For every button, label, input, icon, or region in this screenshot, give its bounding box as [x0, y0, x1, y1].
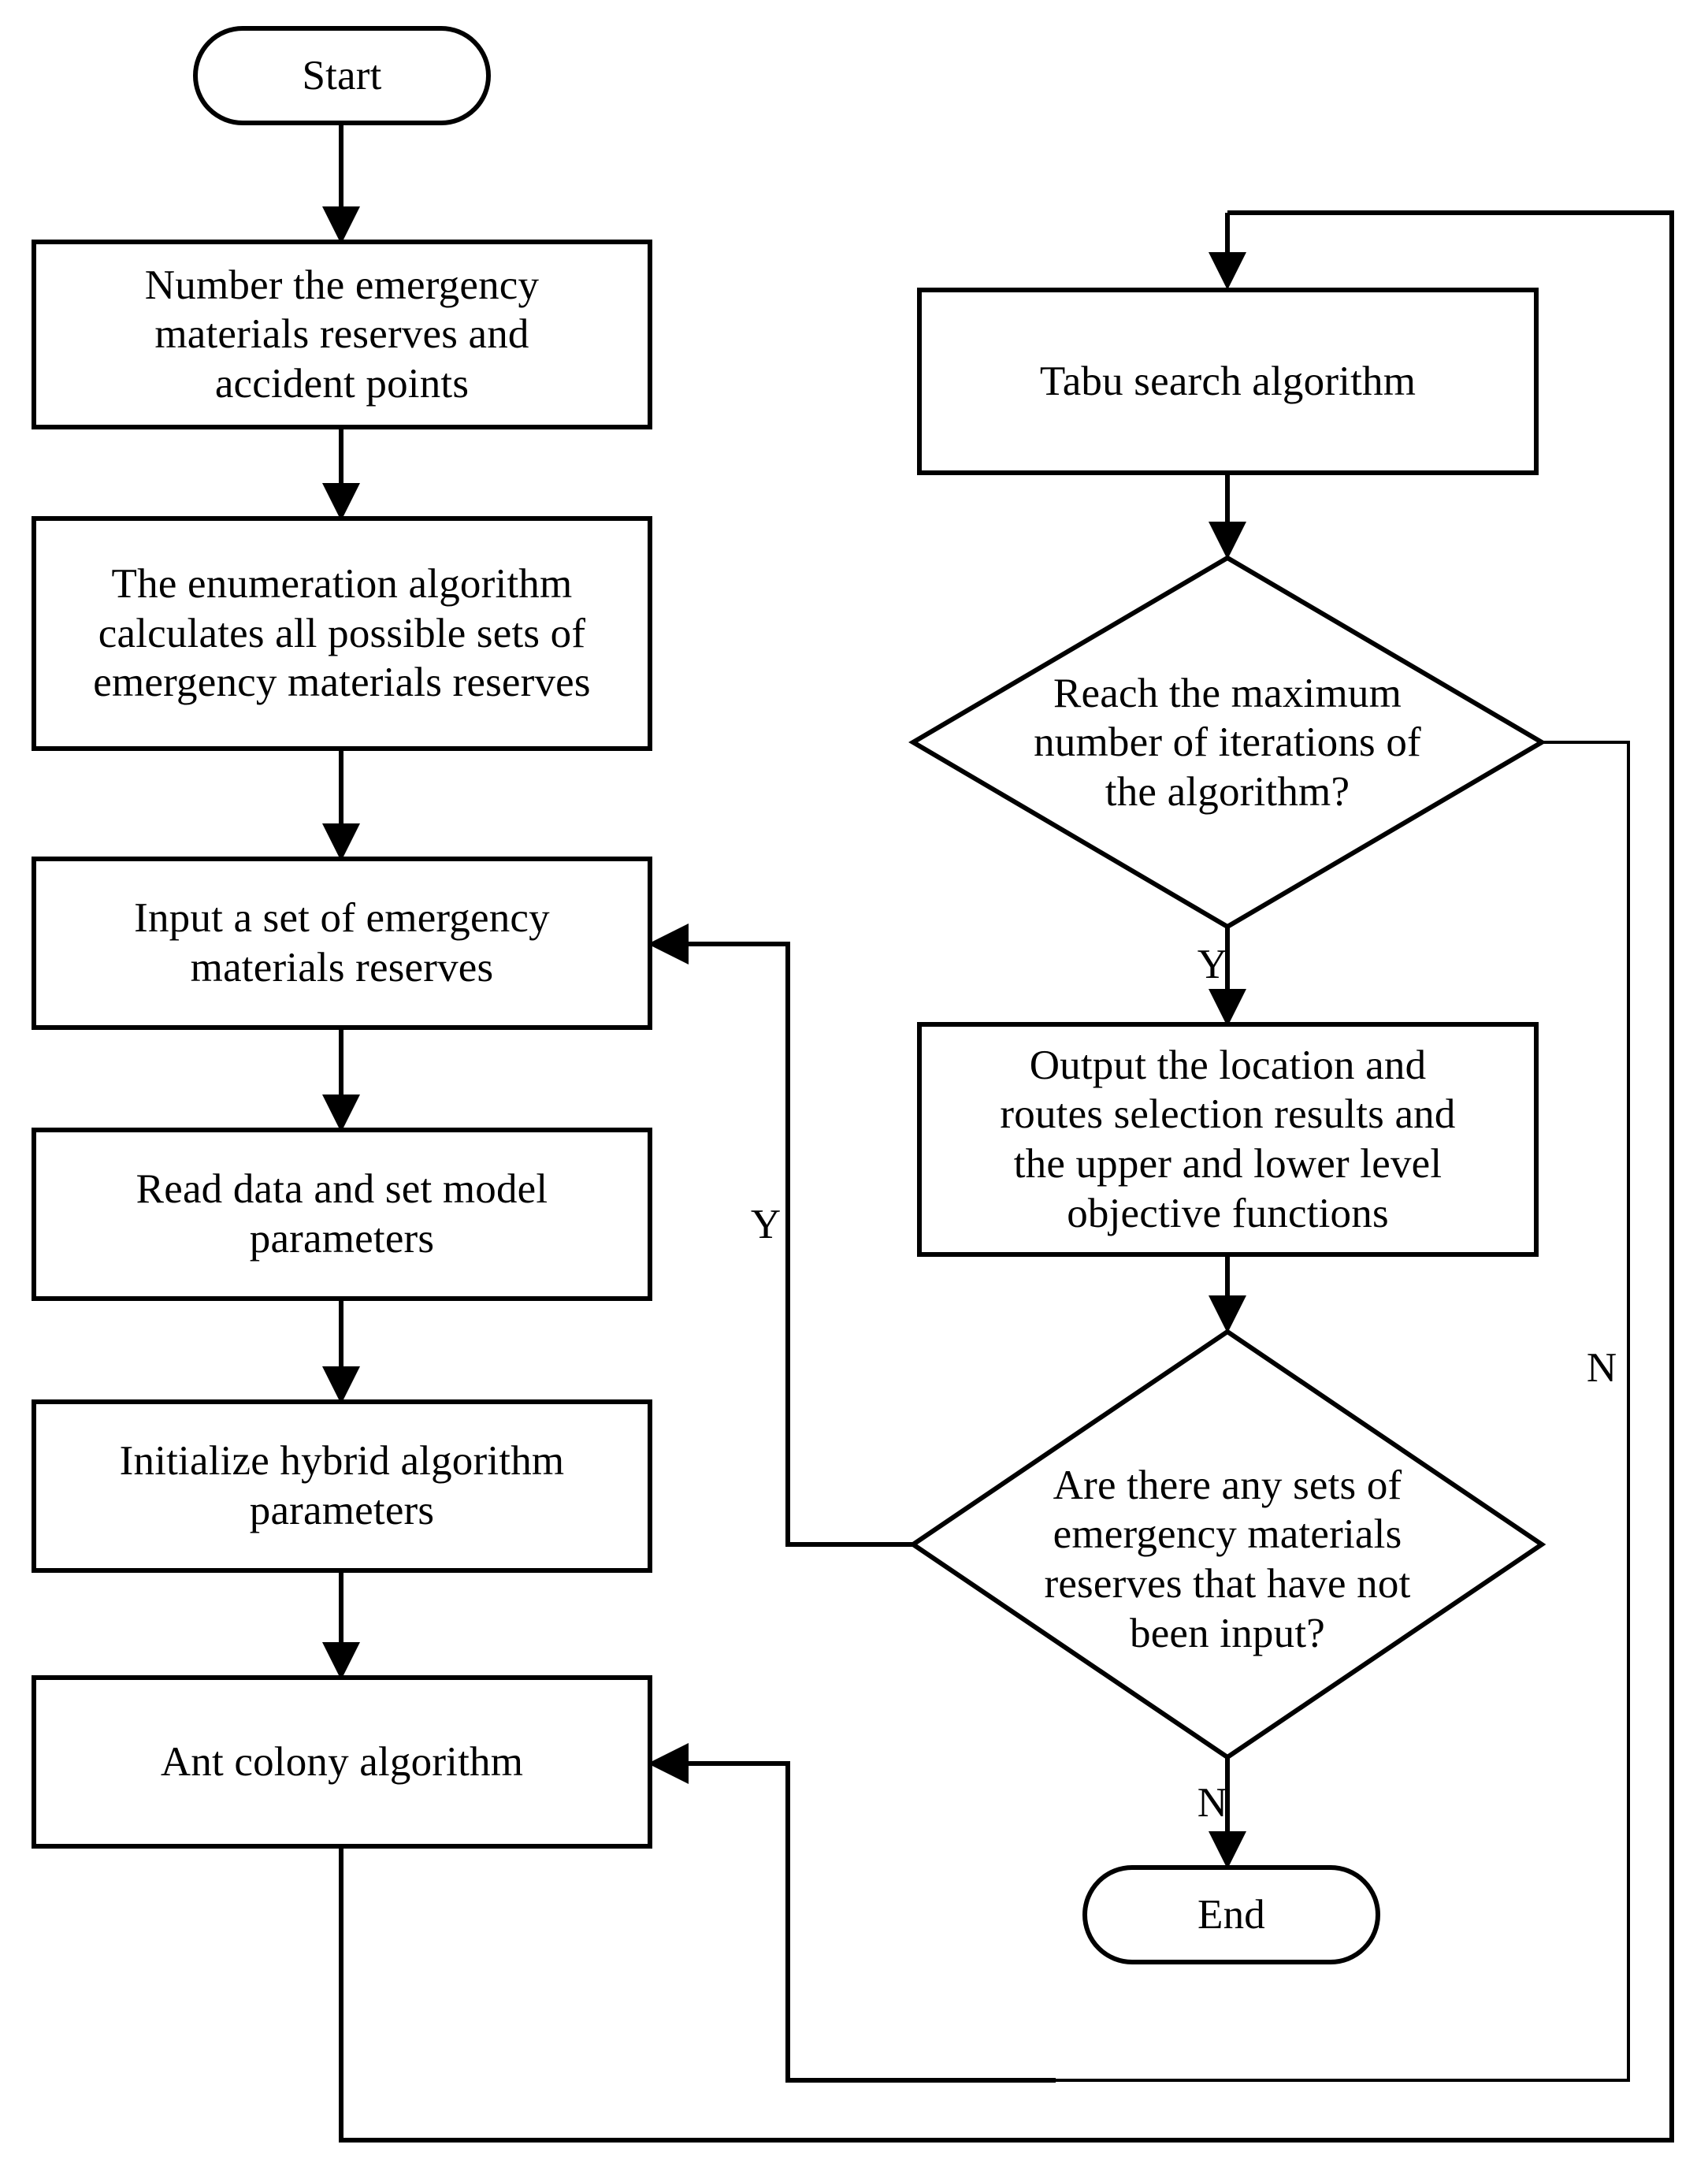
node-max-iter-shape: [908, 555, 1546, 930]
arrowhead-any-sets-yes-to-input-set: [648, 924, 689, 964]
arrowhead-initialize-to-ant-colony: [322, 1642, 360, 1680]
edge-max-iter-no-to-tabu-search: [1056, 741, 1630, 2082]
arrowhead-enumeration-to-input-set: [322, 823, 360, 861]
node-tabu-search-shape: [917, 288, 1539, 475]
node-number-shape: [32, 240, 652, 429]
edge-return-rail-to-ant-colony: [678, 1761, 1056, 2083]
node-ant-colony-shape: [32, 1675, 652, 1849]
node-output-shape: [917, 1022, 1539, 1257]
arrowhead-max-iter-yes-to-output: [1209, 989, 1246, 1027]
arrowhead-return-to-ant-colony: [648, 1743, 689, 1784]
node-any-sets-shape: [908, 1329, 1546, 1760]
node-input-set-shape: [32, 857, 652, 1030]
arrowhead-ant-colony-to-tabu-search: [1209, 252, 1246, 290]
arrowhead-output-to-any-sets: [1209, 1295, 1246, 1333]
arrowhead-any-sets-no-to-end: [1209, 1831, 1246, 1869]
edge-any-sets-yes-to-input-set: [678, 942, 913, 1547]
node-start-shape: [193, 26, 491, 125]
arrowhead-start-to-number: [322, 206, 360, 244]
arrowhead-input-set-to-read-data: [322, 1095, 360, 1132]
edge-ant-colony-to-tabu-search: [339, 210, 1674, 2143]
node-initialize-shape: [32, 1399, 652, 1573]
arrowhead-number-to-enumeration: [322, 483, 360, 521]
node-end-shape: [1082, 1865, 1380, 1964]
node-read-data-shape: [32, 1128, 652, 1301]
arrowhead-read-data-to-initialize: [322, 1366, 360, 1404]
arrowhead-tabu-search-to-max-iter: [1209, 522, 1246, 559]
node-enumeration-shape: [32, 516, 652, 751]
